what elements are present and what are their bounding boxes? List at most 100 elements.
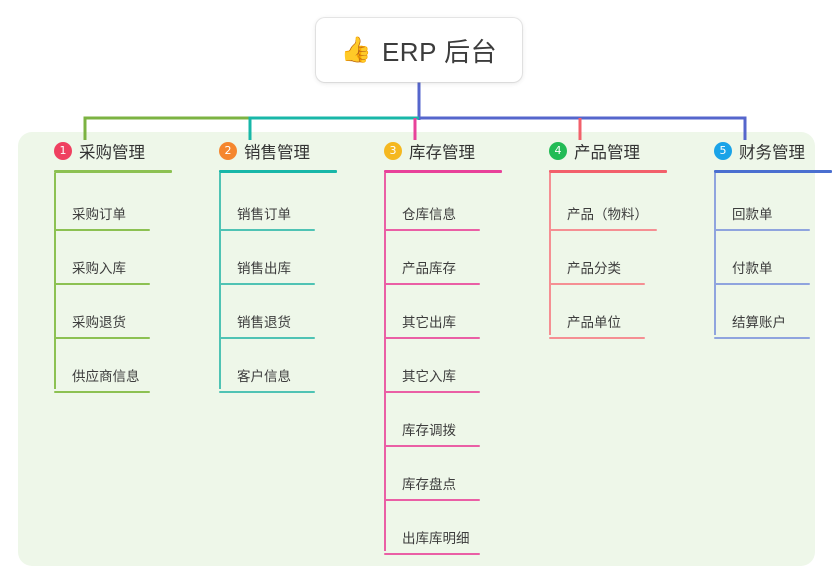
leaf-label: 销售订单 bbox=[237, 207, 291, 222]
leaf-label: 客户信息 bbox=[237, 369, 291, 384]
leaf-rule bbox=[384, 337, 480, 339]
leaf-rule bbox=[549, 229, 657, 231]
leaf-item[interactable]: 结算账户 bbox=[714, 285, 839, 339]
leaf-rule bbox=[384, 499, 480, 501]
leaf-item[interactable]: 出库库明细 bbox=[384, 501, 527, 555]
leaf-label: 回款单 bbox=[732, 207, 773, 222]
leaf-rule bbox=[714, 283, 810, 285]
leaf-label: 付款单 bbox=[732, 261, 773, 276]
leaf-label: 出库库明细 bbox=[402, 531, 470, 546]
leaf-spine bbox=[714, 173, 716, 335]
leaf-item[interactable]: 采购退货 bbox=[54, 285, 197, 339]
column-title: 产品管理 bbox=[574, 144, 640, 162]
leaf-item[interactable]: 采购订单 bbox=[54, 177, 197, 231]
column-header-rule bbox=[54, 170, 172, 173]
leaf-rule bbox=[549, 283, 645, 285]
leaf-item[interactable]: 销售出库 bbox=[219, 231, 362, 285]
leaf-rule bbox=[714, 229, 810, 231]
column-number-badge: 1 bbox=[54, 142, 72, 160]
leaf-item[interactable]: 销售订单 bbox=[219, 177, 362, 231]
leaf-item[interactable]: 回款单 bbox=[714, 177, 839, 231]
leaf-rule bbox=[549, 337, 645, 339]
leaf-item[interactable]: 客户信息 bbox=[219, 339, 362, 393]
leaf-rule bbox=[384, 283, 480, 285]
leaf-label: 库存盘点 bbox=[402, 477, 456, 492]
column-header-rule bbox=[549, 170, 667, 173]
column-header-rule bbox=[219, 170, 337, 173]
column-number-badge: 2 bbox=[219, 142, 237, 160]
leaf-label: 采购订单 bbox=[72, 207, 126, 222]
leaf-rule bbox=[714, 337, 810, 339]
leaf-item[interactable]: 库存调拨 bbox=[384, 393, 527, 447]
leaf-item[interactable]: 产品库存 bbox=[384, 231, 527, 285]
column-number-badge: 4 bbox=[549, 142, 567, 160]
leaf-spine bbox=[219, 173, 221, 389]
leaf-rule bbox=[54, 283, 150, 285]
column-header-3[interactable]: 3 库存管理 bbox=[362, 132, 527, 170]
leaf-label: 产品单位 bbox=[567, 315, 621, 330]
leaf-label: 仓库信息 bbox=[402, 207, 456, 222]
leaf-item[interactable]: 销售退货 bbox=[219, 285, 362, 339]
diagram-panel bbox=[18, 132, 815, 566]
leaf-item[interactable]: 产品分类 bbox=[549, 231, 692, 285]
leaf-item[interactable]: 产品（物料） bbox=[549, 177, 692, 231]
column-title: 采购管理 bbox=[79, 144, 145, 162]
column-header-1[interactable]: 1 采购管理 bbox=[32, 132, 197, 170]
leaf-item[interactable]: 库存盘点 bbox=[384, 447, 527, 501]
leaf-rule bbox=[384, 445, 480, 447]
leaf-label: 采购入库 bbox=[72, 261, 126, 276]
leaf-list: 产品（物料） 产品分类产品单位 bbox=[549, 173, 692, 339]
column-4: 4 产品管理产品（物料） 产品分类产品单位 bbox=[527, 132, 692, 339]
column-5: 5 财务管理回款单付款单结算账户 bbox=[692, 132, 839, 339]
leaf-item[interactable]: 付款单 bbox=[714, 231, 839, 285]
column-header-rule bbox=[714, 170, 832, 173]
column-title: 财务管理 bbox=[739, 144, 805, 162]
column-header-4[interactable]: 4 产品管理 bbox=[527, 132, 692, 170]
root-node-card[interactable]: 👍 ERP 后台 bbox=[316, 18, 522, 82]
column-number-badge: 3 bbox=[384, 142, 402, 160]
column-1: 1 采购管理采购订单采购入库采购退货供应商信息 bbox=[32, 132, 197, 393]
column-header-rule bbox=[384, 170, 502, 173]
leaf-rule bbox=[384, 391, 480, 393]
column-container: 1 采购管理采购订单采购入库采购退货供应商信息 2 销售管理销售订单销售出库销售退货客… bbox=[18, 132, 832, 566]
leaf-label: 产品（物料） bbox=[567, 207, 648, 222]
leaf-item[interactable]: 供应商信息 bbox=[54, 339, 197, 393]
leaf-item[interactable]: 其它入库 bbox=[384, 339, 527, 393]
leaf-rule bbox=[219, 337, 315, 339]
leaf-rule bbox=[384, 553, 480, 555]
root-node-title: ERP 后台 bbox=[381, 36, 498, 67]
leaf-rule bbox=[219, 229, 315, 231]
leaf-label: 其它入库 bbox=[402, 369, 456, 384]
leaf-rule bbox=[54, 229, 150, 231]
leaf-item[interactable]: 采购入库 bbox=[54, 231, 197, 285]
leaf-item[interactable]: 产品单位 bbox=[549, 285, 692, 339]
leaf-label: 其它出库 bbox=[402, 315, 456, 330]
leaf-spine bbox=[54, 173, 56, 389]
leaf-list: 回款单付款单结算账户 bbox=[714, 173, 839, 339]
column-header-5[interactable]: 5 财务管理 bbox=[692, 132, 839, 170]
leaf-item[interactable]: 其它出库 bbox=[384, 285, 527, 339]
leaf-label: 销售出库 bbox=[237, 261, 291, 276]
leaf-label: 供应商信息 bbox=[72, 369, 140, 384]
leaf-label: 产品库存 bbox=[402, 261, 456, 276]
leaf-list: 销售订单销售出库销售退货客户信息 bbox=[219, 173, 362, 393]
column-title: 销售管理 bbox=[244, 144, 310, 162]
leaf-rule bbox=[219, 391, 315, 393]
leaf-rule bbox=[384, 229, 480, 231]
leaf-rule bbox=[54, 337, 150, 339]
leaf-spine bbox=[384, 173, 386, 551]
column-title: 库存管理 bbox=[409, 144, 475, 162]
column-header-2[interactable]: 2 销售管理 bbox=[197, 132, 362, 170]
leaf-label: 采购退货 bbox=[72, 315, 126, 330]
leaf-list: 仓库信息产品库存其它出库其它入库库存调拨库存盘点出库库明细 bbox=[384, 173, 527, 555]
leaf-label: 库存调拨 bbox=[402, 423, 456, 438]
leaf-item[interactable]: 仓库信息 bbox=[384, 177, 527, 231]
column-number-badge: 5 bbox=[714, 142, 732, 160]
leaf-spine bbox=[549, 173, 551, 335]
column-2: 2 销售管理销售订单销售出库销售退货客户信息 bbox=[197, 132, 362, 393]
leaf-list: 采购订单采购入库采购退货供应商信息 bbox=[54, 173, 197, 393]
column-3: 3 库存管理仓库信息产品库存其它出库其它入库库存调拨库存盘点出库库明细 bbox=[362, 132, 527, 555]
leaf-label: 产品分类 bbox=[567, 261, 621, 276]
leaf-rule bbox=[54, 391, 150, 393]
leaf-label: 结算账户 bbox=[732, 315, 786, 330]
